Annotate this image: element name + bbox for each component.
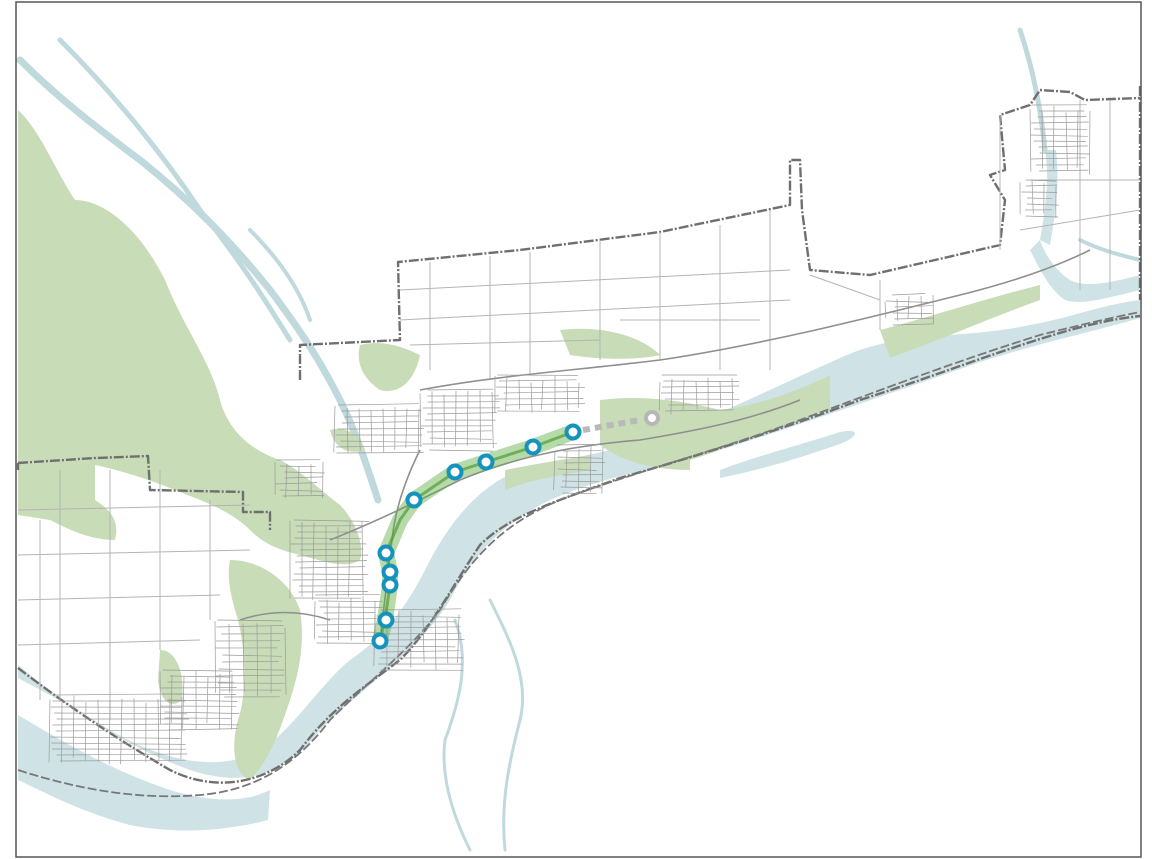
street-grid <box>274 459 325 499</box>
station-marker[interactable] <box>381 576 399 594</box>
street-grid <box>553 444 606 495</box>
street-grid <box>214 619 287 698</box>
street-grid <box>1029 104 1091 175</box>
street-grid <box>494 374 585 414</box>
municipal-boundary <box>16 86 1142 784</box>
street-grid <box>419 388 501 452</box>
urban-streets <box>48 104 1091 765</box>
station-marker[interactable] <box>371 632 389 650</box>
street-grid <box>313 593 383 644</box>
river-water <box>18 150 1140 831</box>
future-extension-link <box>582 417 641 433</box>
street-grid <box>159 669 240 731</box>
street-grid <box>884 293 935 326</box>
proposed-station-marker[interactable] <box>644 410 660 426</box>
street-grid <box>1019 179 1059 219</box>
station-marker[interactable] <box>377 544 395 562</box>
station-marker[interactable] <box>377 611 395 629</box>
station-marker[interactable] <box>524 438 542 456</box>
green-space <box>18 110 1040 780</box>
street-grid <box>658 374 740 415</box>
street-grid <box>48 693 190 765</box>
station-marker[interactable] <box>405 491 423 509</box>
street-grid <box>333 403 424 454</box>
station-marker[interactable] <box>564 423 582 441</box>
river-tributaries <box>16 27 1142 852</box>
station-marker[interactable] <box>446 463 464 481</box>
transit-corridor <box>372 417 641 648</box>
street-grid <box>289 519 370 600</box>
station-marker[interactable] <box>477 453 495 471</box>
map-border <box>15 1 1142 858</box>
transit-stations <box>371 410 660 650</box>
road-network <box>17 100 1141 798</box>
